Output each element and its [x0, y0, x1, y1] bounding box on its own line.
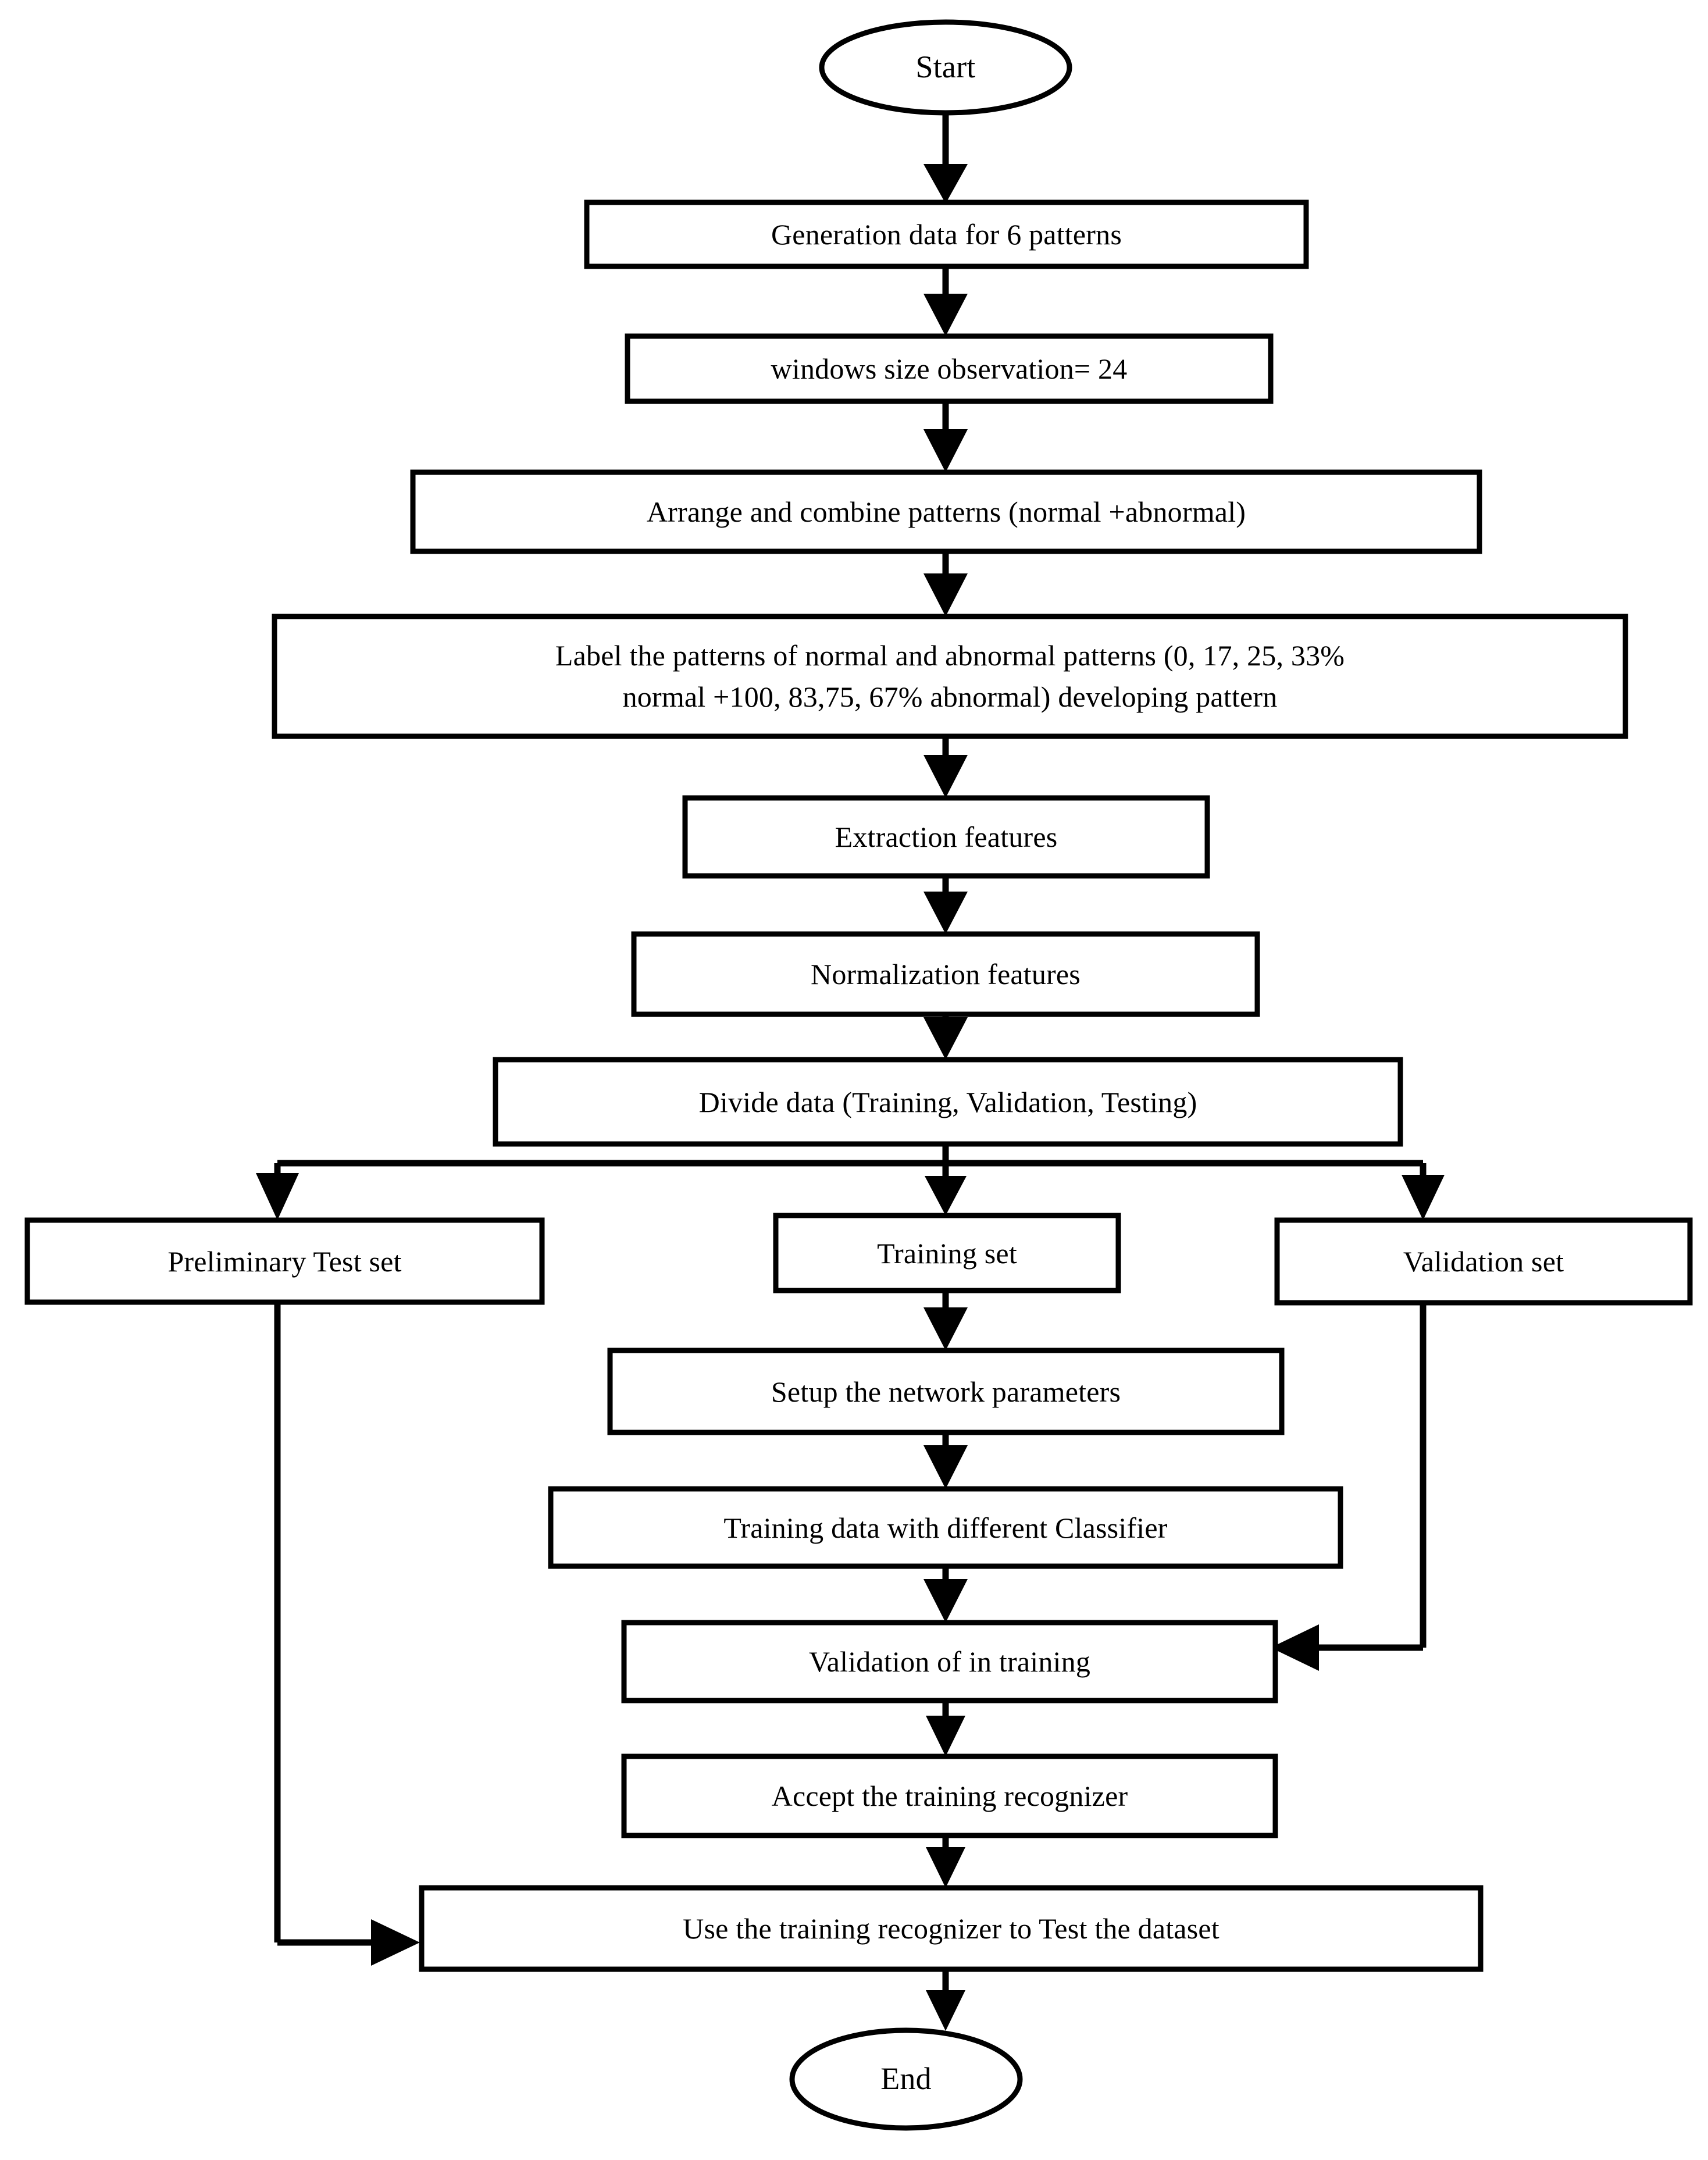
- edge-validation-set-to-validation-training: [1271, 1303, 1427, 1671]
- edge-divide-to-training-set: [925, 1163, 967, 1216]
- node-validation-training-shape[interactable]: [621, 1620, 1278, 1703]
- edge-validation-to-accept: [926, 1700, 965, 1756]
- edge-accept-to-use-recognizer: [926, 1835, 965, 1888]
- node-accept-shape[interactable]: [621, 1753, 1278, 1838]
- edge-setup-to-train-classifier: [923, 1432, 968, 1489]
- edge-generation-to-windows: [923, 266, 968, 336]
- node-generation-shape[interactable]: [584, 199, 1309, 269]
- edge-windows-to-arrange: [923, 401, 968, 472]
- edge-normalization-to-divide: [923, 1014, 968, 1060]
- edge-use-recognizer-to-end: [926, 1969, 965, 2031]
- node-validation-set-shape[interactable]: [1274, 1217, 1693, 1306]
- node-extraction-shape[interactable]: [682, 795, 1210, 879]
- edge-divide-to-prelim-test: [256, 1163, 299, 1220]
- node-divide-shape[interactable]: [493, 1057, 1403, 1147]
- edge-prelim-test-to-use-recognizer: [274, 1302, 420, 1966]
- node-start-shape[interactable]: [819, 19, 1072, 116]
- node-use-recognizer-shape[interactable]: [419, 1885, 1484, 1972]
- node-end-shape[interactable]: [789, 2027, 1023, 2131]
- edge-training-set-to-setup: [923, 1290, 968, 1350]
- node-label-patterns-shape[interactable]: [272, 614, 1628, 739]
- edge-divide-to-validation-set: [1402, 1163, 1445, 1220]
- node-windows-shape[interactable]: [625, 333, 1274, 404]
- node-train-classifier-shape[interactable]: [548, 1486, 1343, 1569]
- node-normalization-shape[interactable]: [631, 931, 1260, 1017]
- node-setup-shape[interactable]: [607, 1348, 1285, 1435]
- edge-extraction-to-normalization: [923, 875, 968, 934]
- edge-arrange-to-label: [923, 551, 968, 616]
- edge-start-to-generation: [923, 113, 968, 204]
- edge-divide-split-bus: [277, 1143, 1423, 1167]
- edge-label-to-extraction: [923, 736, 968, 798]
- edge-train-classifier-to-validation: [923, 1566, 968, 1623]
- node-prelim-test-shape[interactable]: [24, 1217, 545, 1305]
- node-arrange-shape[interactable]: [410, 469, 1482, 554]
- node-training-set-shape[interactable]: [773, 1213, 1121, 1293]
